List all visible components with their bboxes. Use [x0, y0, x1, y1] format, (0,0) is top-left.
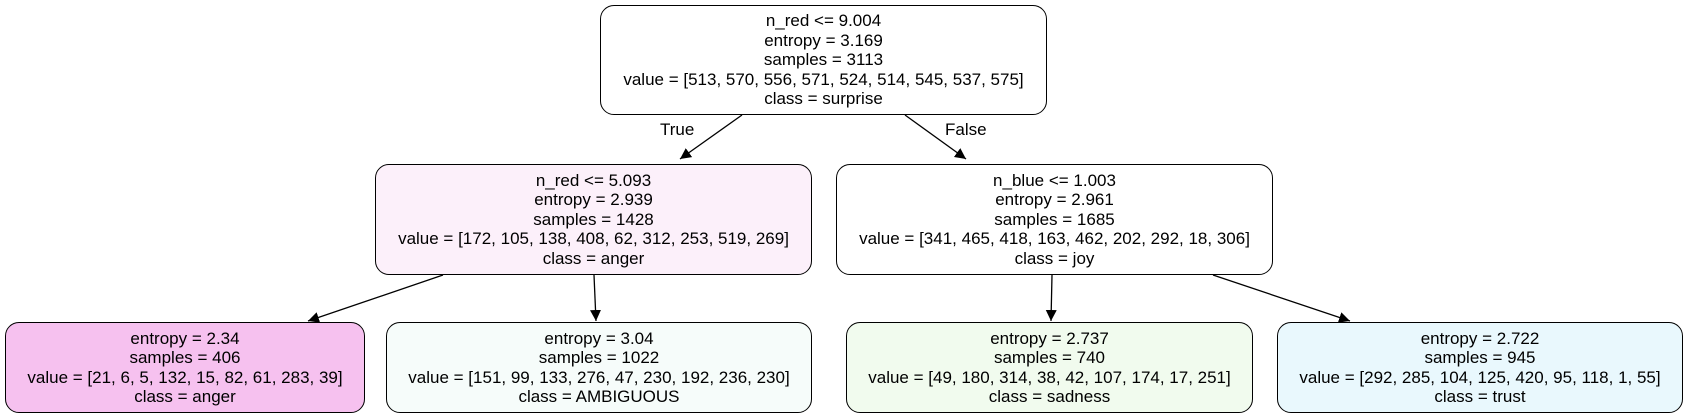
- edge-label-true: True: [660, 120, 695, 139]
- value-text: value = [341, 465, 418, 163, 462, 202, 2…: [859, 229, 1250, 249]
- value-text: value = [151, 99, 133, 276, 47, 230, 192…: [408, 367, 790, 387]
- class-text: class = surprise: [764, 89, 883, 109]
- tree-leaf-rl: entropy = 2.737 samples = 740 value = [4…: [846, 322, 1253, 413]
- tree-node-root: n_red <= 9.004 entropy = 3.169 samples =…: [600, 5, 1047, 115]
- tree-node-left: n_red <= 5.093 entropy = 2.939 samples =…: [375, 164, 812, 275]
- edge-label-false: False: [945, 120, 987, 139]
- samples-text: samples = 1428: [533, 209, 654, 229]
- samples-text: samples = 406: [129, 348, 241, 367]
- samples-text: samples = 3113: [763, 50, 884, 70]
- samples-text: samples = 945: [1424, 348, 1536, 367]
- entropy-text: entropy = 3.169: [764, 30, 883, 50]
- edge-root-to-right: [904, 114, 967, 160]
- value-text: value = [292, 285, 104, 125, 420, 95, 11…: [1299, 367, 1661, 387]
- entropy-text: entropy = 2.737: [990, 328, 1109, 348]
- entropy-text: entropy = 3.04: [544, 328, 654, 348]
- split-condition: n_red <= 9.004: [765, 11, 882, 31]
- samples-text: samples = 1022: [538, 348, 660, 367]
- entropy-text: entropy = 2.939: [534, 190, 653, 210]
- class-text: class = AMBIGUOUS: [518, 387, 680, 406]
- class-text: class = anger: [542, 248, 645, 268]
- entropy-text: entropy = 2.722: [1420, 328, 1540, 348]
- split-condition: n_blue <= 1.003: [993, 170, 1116, 190]
- split-condition: n_red <= 5.093: [535, 170, 652, 190]
- class-text: class = anger: [134, 387, 236, 406]
- edge-right-to-rr: [1212, 274, 1351, 323]
- class-text: class = trust: [1434, 387, 1526, 406]
- class-text: class = joy: [1014, 248, 1095, 268]
- entropy-text: entropy = 2.34: [130, 328, 240, 348]
- samples-text: samples = 740: [993, 348, 1106, 367]
- value-text: value = [49, 180, 314, 38, 42, 107, 174,…: [868, 367, 1231, 387]
- value-text: value = [513, 570, 556, 571, 524, 514, 5…: [623, 69, 1024, 89]
- edge-root-to-left: [679, 114, 743, 160]
- samples-text: samples = 1685: [994, 209, 1115, 229]
- edge-left-to-lr: [590, 274, 602, 322]
- class-text: class = sadness: [988, 387, 1111, 406]
- edge-right-to-rl: [1045, 274, 1057, 322]
- entropy-text: entropy = 2.961: [995, 190, 1114, 210]
- tree-leaf-rr: entropy = 2.722 samples = 945 value = [2…: [1277, 322, 1683, 413]
- value-text: value = [21, 6, 5, 132, 15, 82, 61, 283,…: [27, 367, 343, 387]
- tree-node-right: n_blue <= 1.003 entropy = 2.961 samples …: [836, 164, 1273, 275]
- tree-leaf-ll: entropy = 2.34 samples = 406 value = [21…: [5, 322, 365, 413]
- value-text: value = [172, 105, 138, 408, 62, 312, 25…: [398, 229, 789, 249]
- tree-leaf-lr: entropy = 3.04 samples = 1022 value = [1…: [386, 322, 812, 413]
- edge-left-to-ll: [307, 274, 444, 323]
